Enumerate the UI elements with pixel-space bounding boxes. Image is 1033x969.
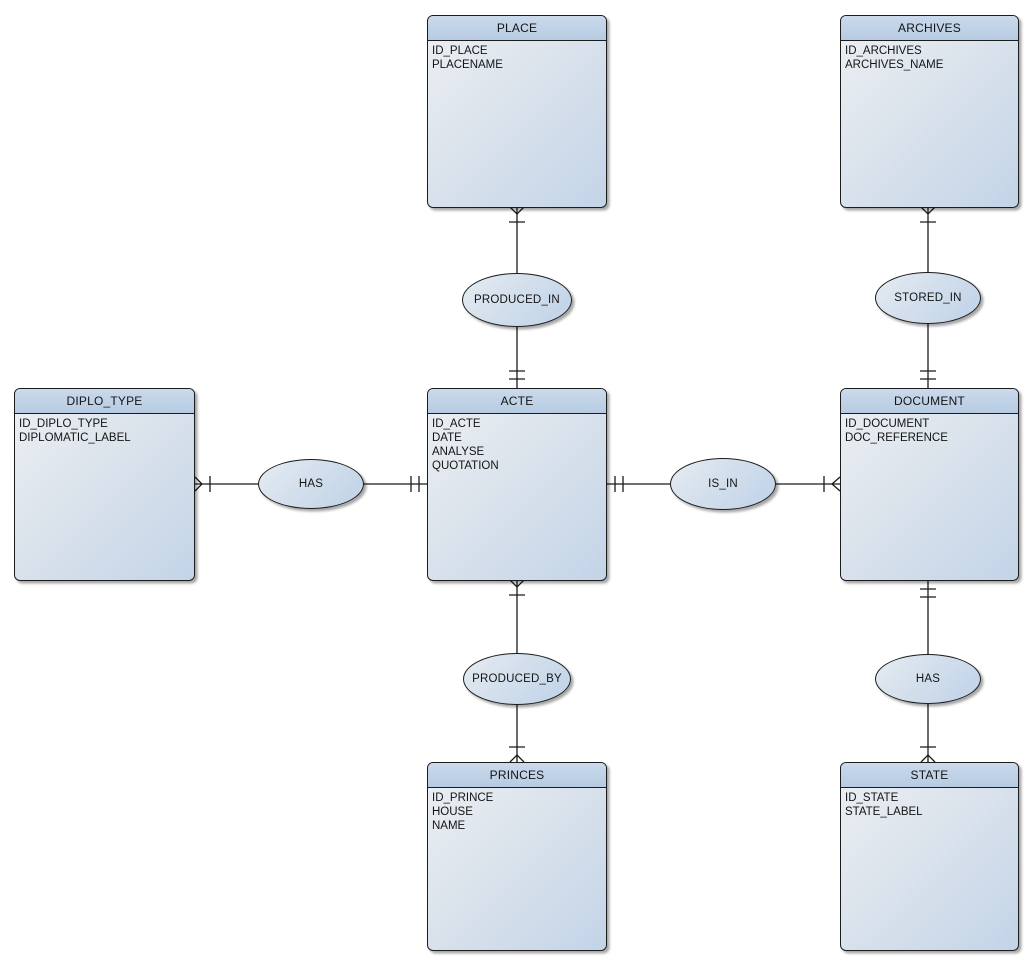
entity-princes-title: PRINCES [428, 763, 606, 788]
entity-attribute: PLACENAME [432, 59, 503, 71]
entity-attribute: ID_DIPLO_TYPE [19, 418, 108, 430]
entity-attribute: ID_STATE [845, 792, 899, 804]
marker-double-tick [614, 476, 624, 492]
entity-attribute: HOUSE [432, 806, 473, 818]
relationship-stored-in[interactable]: STORED_IN [875, 272, 981, 324]
entity-state-title: STATE [841, 763, 1018, 788]
marker-double-tick [410, 476, 420, 492]
entity-diplo-type-attributes: ID_DIPLO_TYPE DIPLOMATIC_LABEL [15, 414, 194, 580]
entity-attribute: DIPLOMATIC_LABEL [19, 432, 131, 444]
entity-place-title: PLACE [428, 16, 606, 41]
entity-place-attributes: ID_PLACE PLACENAME [428, 41, 606, 207]
marker-crow-foot-tick [920, 206, 936, 223]
entity-state-attributes: ID_STATE STATE_LABEL [841, 788, 1018, 950]
entity-document-attributes: ID_DOCUMENT DOC_REFERENCE [841, 414, 1018, 580]
entity-attribute: ARCHIVES_NAME [845, 59, 944, 71]
marker-double-tick [920, 588, 936, 598]
marker-double-tick [509, 370, 525, 380]
relationship-label: IS_IN [708, 478, 738, 490]
entity-acte-title: ACTE [428, 389, 606, 414]
relationship-produced-by[interactable]: PRODUCED_BY [463, 653, 571, 705]
relationship-is-in[interactable]: IS_IN [670, 458, 776, 510]
relationship-label: STORED_IN [894, 292, 962, 304]
entity-attribute: QUOTATION [432, 460, 499, 472]
entity-archives-attributes: ID_ARCHIVES ARCHIVES_NAME [841, 41, 1018, 207]
marker-crow-foot-tick [194, 476, 211, 492]
entity-princes-attributes: ID_PRINCE HOUSE NAME [428, 788, 606, 950]
marker-crow-foot-tick [823, 476, 841, 492]
entity-attribute: ID_ACTE [432, 418, 481, 430]
relationship-label: HAS [915, 673, 941, 685]
entity-document-title: DOCUMENT [841, 389, 1018, 414]
entity-acte-attributes: ID_ACTE DATE ANALYSE QUOTATION [428, 414, 606, 580]
marker-crow-foot-tick [920, 746, 936, 763]
marker-crow-foot-tick [509, 746, 525, 763]
entity-diplo-type[interactable]: DIPLO_TYPE ID_DIPLO_TYPE DIPLOMATIC_LABE… [14, 388, 195, 581]
entity-attribute: ID_PLACE [432, 45, 488, 57]
relationship-has-state[interactable]: HAS [875, 654, 981, 704]
entity-archives-title: ARCHIVES [841, 16, 1018, 41]
entity-attribute: ID_ARCHIVES [845, 45, 922, 57]
entity-attribute: ANALYSE [432, 446, 485, 458]
marker-crow-foot-tick [509, 206, 525, 223]
entity-attribute: STATE_LABEL [845, 806, 923, 818]
entity-acte[interactable]: ACTE ID_ACTE DATE ANALYSE QUOTATION [427, 388, 607, 581]
entity-document[interactable]: DOCUMENT ID_DOCUMENT DOC_REFERENCE [840, 388, 1019, 581]
entity-diplo-type-title: DIPLO_TYPE [15, 389, 194, 414]
relationship-label: HAS [298, 478, 324, 490]
relationship-produced-in[interactable]: PRODUCED_IN [462, 273, 572, 327]
marker-crow-foot-tick [509, 579, 525, 596]
entity-place[interactable]: PLACE ID_PLACE PLACENAME [427, 15, 607, 208]
entity-attribute: DOC_REFERENCE [845, 432, 948, 444]
entity-state[interactable]: STATE ID_STATE STATE_LABEL [840, 762, 1019, 951]
entity-attribute: ID_DOCUMENT [845, 418, 930, 430]
entity-attribute: DATE [432, 432, 462, 444]
entity-princes[interactable]: PRINCES ID_PRINCE HOUSE NAME [427, 762, 607, 951]
relationship-label: PRODUCED_BY [472, 673, 562, 685]
entity-attribute: ID_PRINCE [432, 792, 494, 804]
marker-double-tick [920, 370, 936, 380]
entity-archives[interactable]: ARCHIVES ID_ARCHIVES ARCHIVES_NAME [840, 15, 1019, 208]
entity-attribute: NAME [432, 820, 466, 832]
relationship-has-diplo-type[interactable]: HAS [258, 459, 364, 509]
relationship-label: PRODUCED_IN [474, 294, 560, 306]
